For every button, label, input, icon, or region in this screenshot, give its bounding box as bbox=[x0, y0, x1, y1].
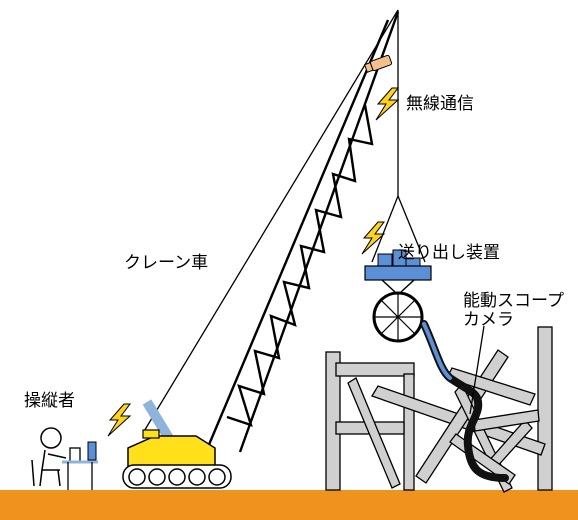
operator-icon bbox=[31, 427, 67, 487]
lightning-icon bbox=[375, 87, 400, 121]
ground bbox=[0, 490, 578, 520]
lightning-icon bbox=[361, 221, 386, 255]
crane-strut bbox=[142, 399, 175, 443]
crane-boom bbox=[206, 11, 400, 453]
label-scope-line1: 能動スコープ bbox=[463, 291, 564, 311]
laptop-icon bbox=[62, 441, 98, 490]
crane bbox=[122, 9, 400, 489]
scope-label-leader bbox=[469, 325, 485, 415]
label-feeder: 送り出し装置 bbox=[398, 243, 500, 263]
label-wireless: 無線通信 bbox=[406, 94, 474, 114]
label-crane: クレーン車 bbox=[124, 253, 208, 273]
crane-suspension-cable bbox=[142, 9, 399, 434]
camera-icon bbox=[363, 54, 393, 73]
feeder-device bbox=[364, 249, 432, 343]
lightning-icon bbox=[107, 403, 132, 437]
label-scope-line2: カメラ bbox=[463, 310, 514, 330]
label-operator: 操縦者 bbox=[24, 391, 75, 411]
